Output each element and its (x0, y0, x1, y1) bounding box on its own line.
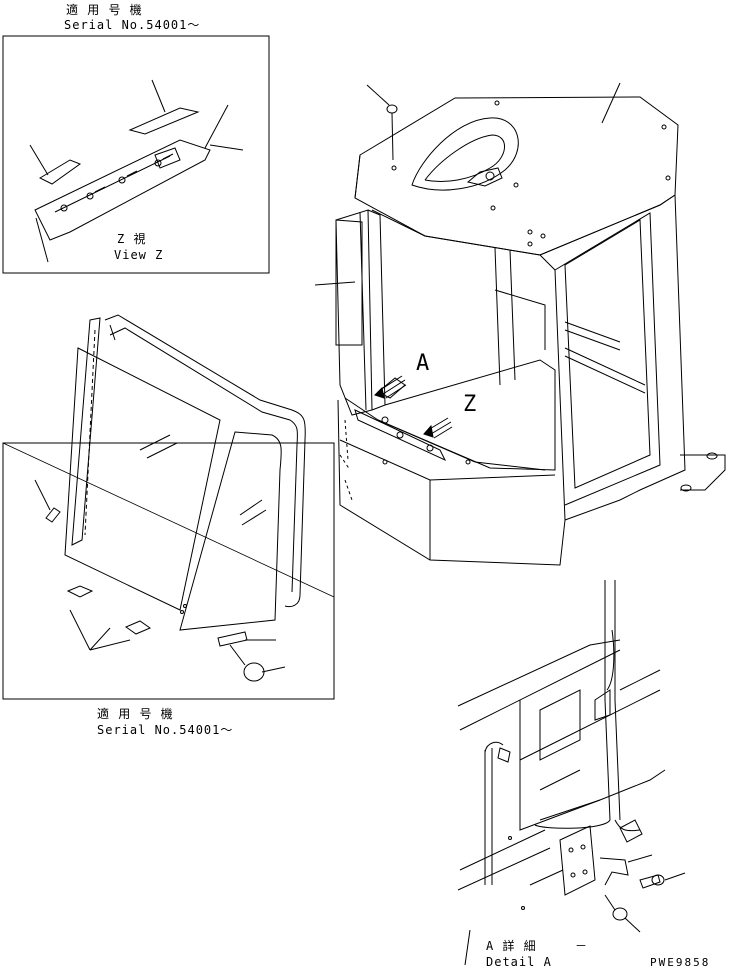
serial-inset-parts (35, 480, 285, 681)
view-z-parts (30, 80, 243, 262)
detail-a-dash: － (575, 939, 589, 953)
detail-a-en: Detail A (486, 955, 552, 969)
drawing-code: PWE9858 (650, 956, 711, 969)
detail-a-jp: A 詳 細 (486, 939, 537, 953)
view-z-jp: Z 視 (117, 232, 147, 246)
arrow-label-a: A (416, 351, 431, 376)
serial-inset-frame (3, 443, 334, 699)
mid-serial-jp: 適 用 号 機 (97, 707, 174, 721)
arrow-a (375, 376, 406, 398)
view-z-en: View Z (114, 248, 164, 262)
detail-a-parts (458, 580, 685, 965)
arrow-label-z: Z (463, 392, 478, 417)
top-serial-jp: 適 用 号 機 (66, 3, 143, 17)
arrow-z (424, 418, 452, 438)
mid-serial-en: Serial No.54001～ (97, 723, 234, 737)
cab-body (315, 83, 725, 565)
view-z-frame (3, 36, 269, 273)
window-glass (65, 315, 305, 630)
top-serial-en: Serial No.54001～ (64, 18, 201, 32)
